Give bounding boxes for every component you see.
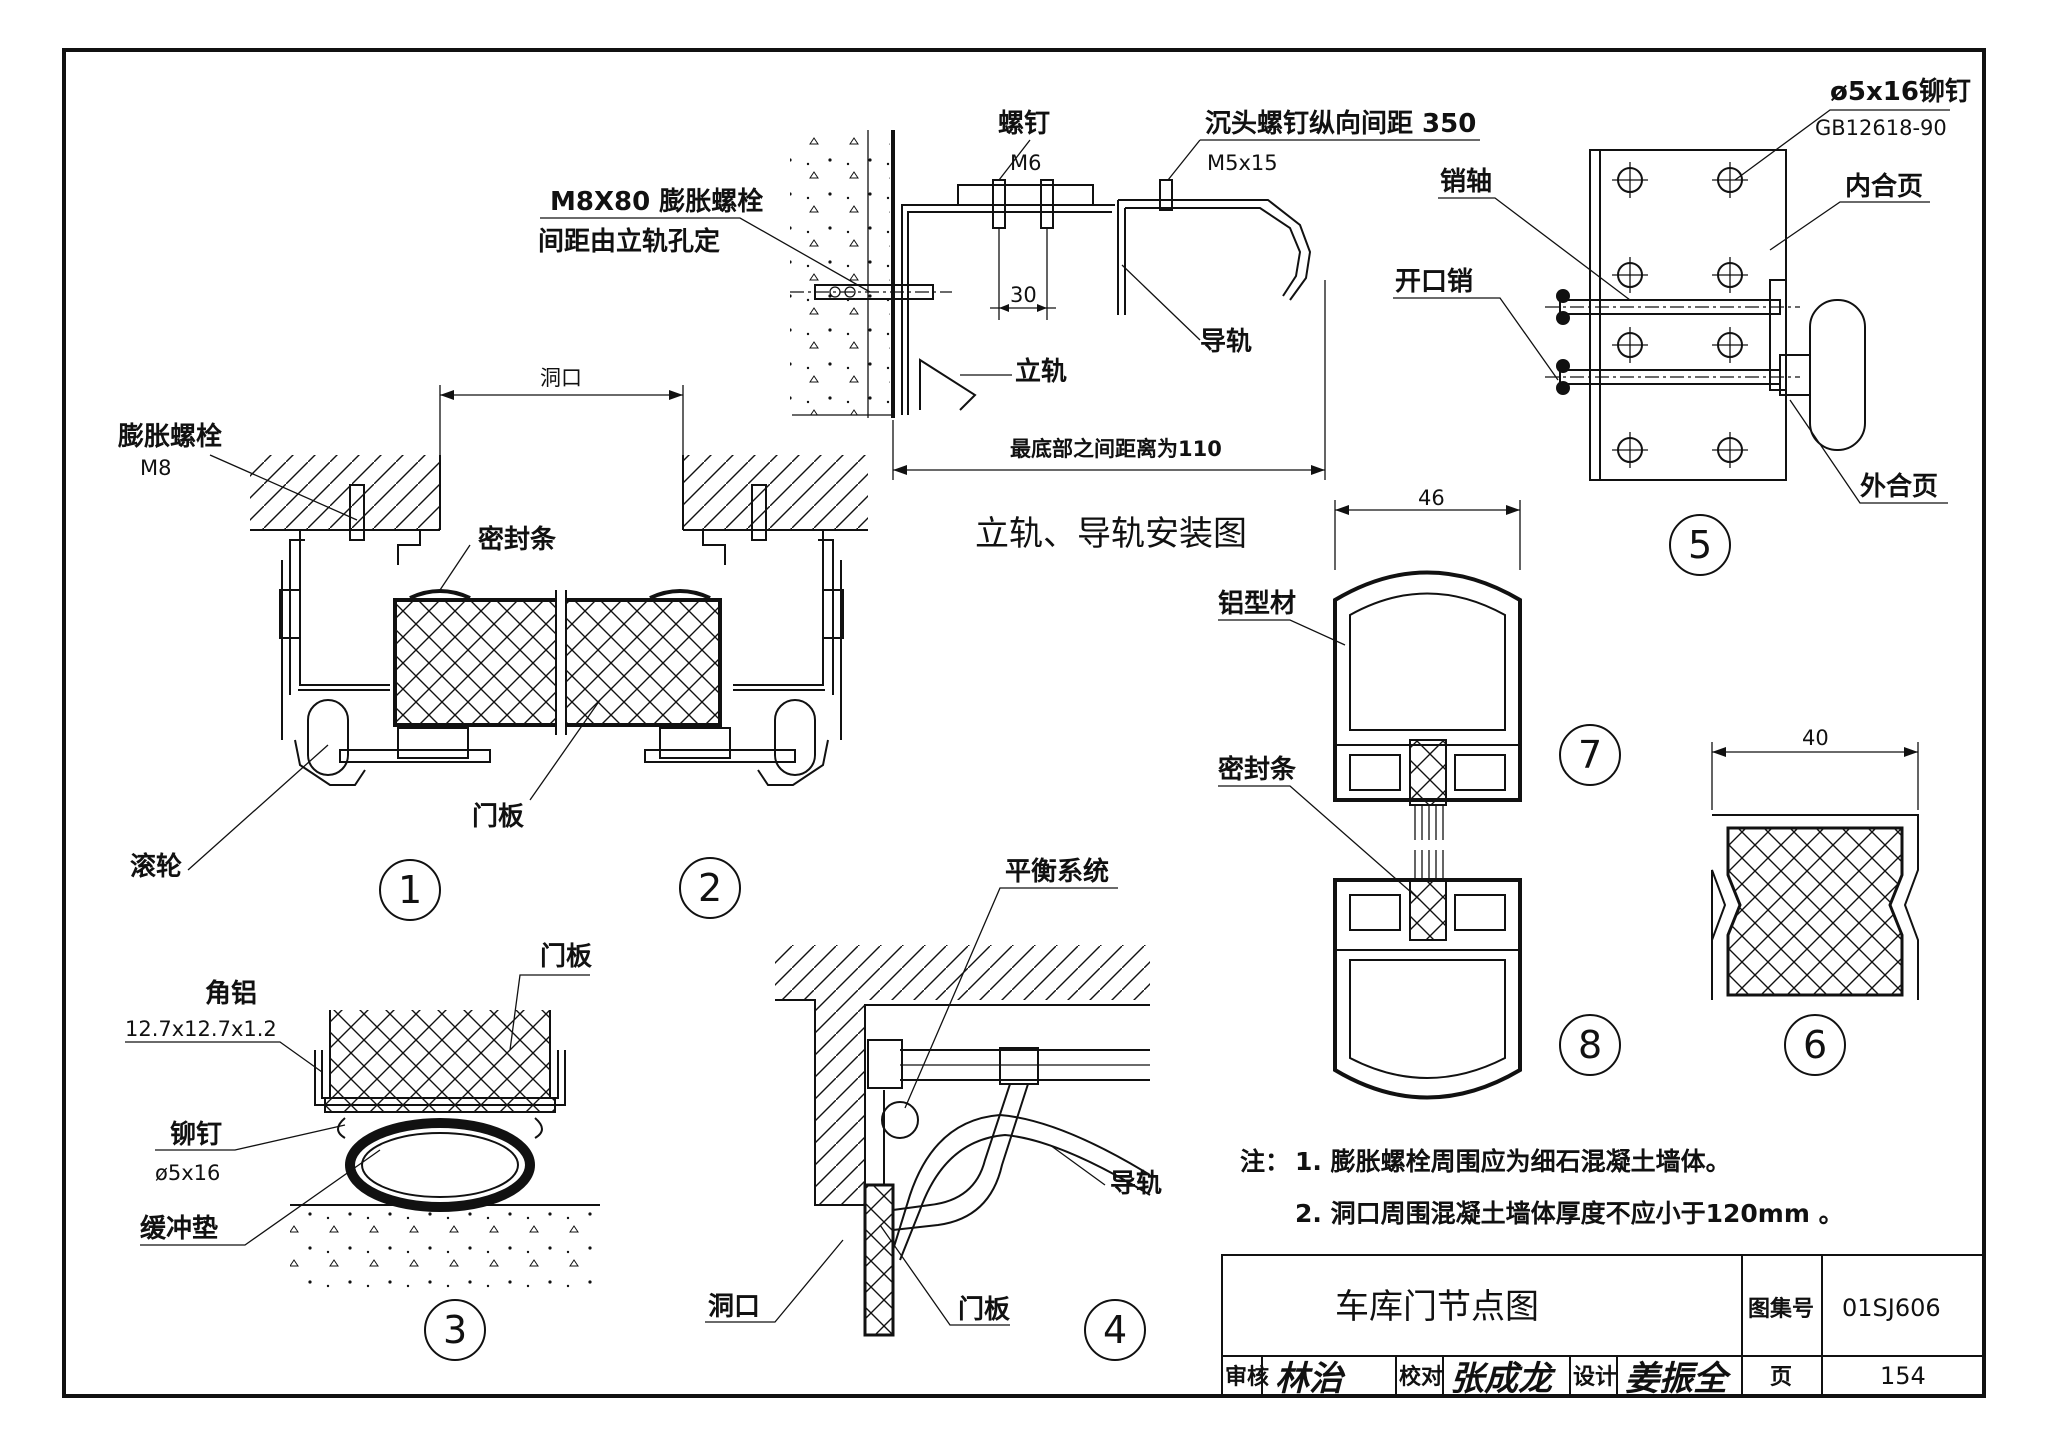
detail-6: 40 6 — [1711, 726, 1919, 1076]
detail3-number: 3 — [443, 1308, 467, 1352]
install-label-m5: M5x15 — [1207, 151, 1278, 175]
install-label-guide: 导轨 — [1200, 327, 1252, 357]
detail4-number: 4 — [1103, 1308, 1127, 1352]
detail-1-2: 洞口 膨胀螺栓 M8 密封条 滚轮 门板 — [118, 366, 868, 921]
install-dim-30: 30 — [1010, 283, 1037, 307]
design-label: 设计 — [1573, 1365, 1617, 1390]
detail7-number: 7 — [1578, 733, 1602, 777]
detail6-dim-40: 40 — [1802, 726, 1829, 750]
note-1: 1. 膨胀螺栓周围应为细石混凝土墙体。 — [1295, 1147, 1731, 1176]
detail4-label-balance: 平衡系统 — [1005, 856, 1109, 887]
detail12-label-panel: 门板 — [472, 802, 524, 832]
detail3-label-panel: 门板 — [540, 942, 592, 972]
detail4-label-opening: 洞口 — [708, 1292, 760, 1322]
detail5-label-inner-hinge: 内合页 — [1845, 171, 1923, 202]
review-signature: 林治 — [1275, 1359, 1346, 1399]
detail3-label-cushion: 缓冲垫 — [140, 1213, 218, 1244]
title-block: 车库门节点图 图集号 01SJ606 审核 林治 校对 张成龙 设计 姜振全 页… — [1221, 1254, 1985, 1399]
detail-5: ø5x16铆钉 GB12618-90 销轴 内合页 开口销 外合页 5 — [1393, 77, 1971, 576]
detail3-label-angle: 角铝 — [205, 978, 257, 1009]
detail4-label-panel: 门板 — [958, 1295, 1010, 1325]
detail8-number: 8 — [1578, 1023, 1602, 1067]
install-label-countersunk: 沉头螺钉纵向间距 350 — [1205, 108, 1476, 139]
detail78-label-aluminum: 铝型材 — [1218, 589, 1296, 619]
detail12-label-seal: 密封条 — [478, 524, 557, 555]
detail12-label-roller: 滚轮 — [130, 851, 182, 882]
note-2: 2. 洞口周围混凝土墙体厚度不应小于120mm 。 — [1295, 1199, 1844, 1228]
atlas-label: 图集号 — [1748, 1296, 1814, 1322]
install-dim-bottom: 最底部之间距离为110 — [1010, 437, 1222, 461]
detail-4: 平衡系统 导轨 洞口 门板 4 — [705, 856, 1162, 1361]
sheet-border — [62, 48, 1986, 1398]
detail3-label-angle-size: 12.7x12.7x1.2 — [125, 1017, 277, 1041]
check-signature: 张成龙 — [1450, 1359, 1556, 1399]
detail1-number: 1 — [398, 868, 422, 912]
install-label-m6: M6 — [1010, 151, 1041, 175]
detail5-label-standard: GB12618-90 — [1815, 116, 1947, 140]
detail3-label-rivet: 铆钉 — [170, 1120, 222, 1150]
detail12-label-bolt-size: M8 — [140, 456, 171, 480]
notes-prefix: 注： — [1240, 1147, 1290, 1176]
install-label-bolt-line1: M8X80 膨胀螺栓 — [550, 187, 763, 217]
install-label-vertical-rail: 立轨 — [1015, 356, 1067, 387]
detail4-label-guide: 导轨 — [1110, 1169, 1162, 1199]
atlas-value: 01SJ606 — [1842, 1294, 1941, 1322]
detail5-label-rivet: ø5x16铆钉 — [1830, 77, 1971, 107]
install-label-screw: 螺钉 — [998, 109, 1050, 139]
page-label: 页 — [1770, 1365, 1792, 1390]
drawing-title: 车库门节点图 — [1335, 1287, 1539, 1327]
detail-7-8: 46 铝型材 密封条 7 8 — [1218, 486, 1621, 1100]
install-label-bolt-line2: 间距由立轨孔定 — [538, 226, 720, 257]
detail3-label-rivet-size: ø5x16 — [155, 1161, 220, 1185]
detail-3: 门板 角铝 12.7x12.7x1.2 铆钉 ø5x16 缓冲垫 3 — [125, 942, 600, 1361]
detail2-number: 2 — [698, 866, 722, 910]
check-label: 校对 — [1399, 1364, 1443, 1390]
detail12-dim-opening: 洞口 — [540, 366, 582, 390]
detail12-label-bolt: 膨胀螺栓 — [118, 422, 222, 452]
install-title: 立轨、导轨安装图 — [975, 514, 1247, 554]
install-diagram: 螺钉 M6 沉头螺钉纵向间距 350 M5x15 M8X80 膨胀螺栓 间距由立… — [538, 108, 1480, 554]
detail78-dim-46: 46 — [1418, 486, 1445, 510]
detail5-number: 5 — [1688, 523, 1712, 567]
review-label: 审核 — [1225, 1364, 1269, 1390]
detail78-label-seal: 密封条 — [1218, 754, 1297, 785]
notes: 注： 1. 膨胀螺栓周围应为细石混凝土墙体。 2. 洞口周围混凝土墙体厚度不应小… — [1240, 1147, 1844, 1228]
page-value: 154 — [1880, 1362, 1926, 1390]
detail5-label-cotter-pin: 开口销 — [1395, 267, 1473, 297]
detail5-label-outer-hinge: 外合页 — [1860, 471, 1938, 502]
design-signature: 姜振全 — [1625, 1359, 1732, 1399]
detail6-number: 6 — [1803, 1023, 1827, 1067]
detail5-label-pin-shaft: 销轴 — [1440, 167, 1492, 197]
